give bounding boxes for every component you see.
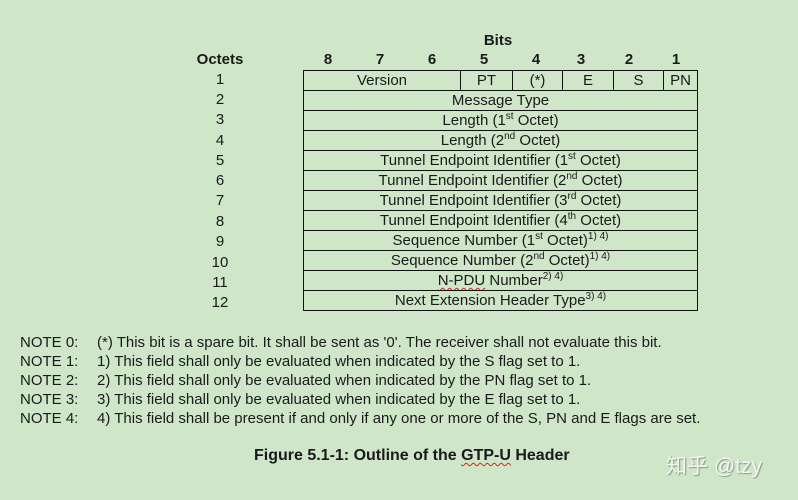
note-text: 4) This field shall be present if and on… <box>97 410 701 427</box>
octet-number: 11 <box>212 274 228 291</box>
octet-number: 9 <box>215 233 225 250</box>
bit-number-2: 2 <box>624 51 634 68</box>
field-length-octet-2: Length (2nd Octet) <box>303 130 698 151</box>
table-row-octet-5: Tunnel Endpoint Identifier (1st Octet) <box>303 150 698 171</box>
note-text: 2) This field shall only be evaluated wh… <box>97 372 592 389</box>
field-teid-octet-3: Tunnel Endpoint Identifier (3rd Octet) <box>303 190 698 211</box>
field-n-pdu-number: N-PDU Number2) 4) <box>303 270 698 291</box>
table-row-octet-7: Tunnel Endpoint Identifier (3rd Octet) <box>303 190 698 211</box>
caption-term: GTP-U <box>461 447 511 464</box>
octet-number: 4 <box>215 132 225 149</box>
field-pn-flag: PN <box>663 70 698 91</box>
octet-number: 5 <box>215 152 225 169</box>
note-text: 1) This field shall only be evaluated wh… <box>97 353 581 370</box>
octet-number: 8 <box>215 213 225 230</box>
field-next-extension-header-type: Next Extension Header Type3) 4) <box>303 290 698 311</box>
octet-number: 12 <box>211 294 229 311</box>
field-s-flag: S <box>613 70 664 91</box>
bits-heading: Bits <box>483 32 513 49</box>
field-version: Version <box>303 70 461 91</box>
note-4: NOTE 4: 4) This field shall be present if… <box>20 409 700 428</box>
watermark: 知乎 @tzy <box>666 455 762 478</box>
field-length-octet-1: Length (1st Octet) <box>303 110 698 131</box>
note-text: 3) This field shall only be evaluated wh… <box>97 391 581 408</box>
field-sequence-number-octet-1: Sequence Number (1st Octet)1) 4) <box>303 230 698 251</box>
note-1: NOTE 1: 1) This field shall only be evalu… <box>20 352 700 371</box>
table-row-octet-10: Sequence Number (2nd Octet)1) 4) <box>303 250 698 271</box>
table-row-octet-2: Message Type <box>303 90 698 111</box>
figure-caption: Figure 5.1-1: Outline of the GTP-U Heade… <box>254 447 570 464</box>
table-row-octet-4: Length (2nd Octet) <box>303 130 698 151</box>
bit-number-7: 7 <box>375 51 385 68</box>
field-teid-octet-2: Tunnel Endpoint Identifier (2nd Octet) <box>303 170 698 191</box>
table-row-octet-8: Tunnel Endpoint Identifier (4th Octet) <box>303 210 698 231</box>
octet-number: 7 <box>215 192 225 209</box>
table-row-octet-3: Length (1st Octet) <box>303 110 698 131</box>
field-pt: PT <box>460 70 513 91</box>
note-label: NOTE 3: <box>20 391 79 408</box>
note-0: NOTE 0: (*) This bit is a spare bit. It s… <box>20 333 700 352</box>
gtp-u-header-table: Version PT (*) E S PN Message Type Lengt… <box>303 70 698 311</box>
field-teid-octet-1: Tunnel Endpoint Identifier (1st Octet) <box>303 150 698 171</box>
octet-number: 2 <box>215 91 225 108</box>
notes-section: NOTE 0: (*) This bit is a spare bit. It s… <box>20 333 700 428</box>
bit-number-8: 8 <box>323 51 333 68</box>
note-label: NOTE 2: <box>20 372 79 389</box>
bit-number-6: 6 <box>427 51 437 68</box>
octets-heading: Octets <box>196 51 244 68</box>
octet-number: 10 <box>211 254 229 271</box>
field-e-flag: E <box>562 70 614 91</box>
note-label: NOTE 1: <box>20 353 79 370</box>
table-row-octet-1: Version PT (*) E S PN <box>303 70 698 91</box>
note-label: NOTE 4: <box>20 410 79 427</box>
field-message-type: Message Type <box>303 90 698 111</box>
octet-number: 6 <box>215 172 225 189</box>
bit-number-5: 5 <box>479 51 489 68</box>
note-2: NOTE 2: 2) This field shall only be evalu… <box>20 371 700 390</box>
field-sequence-number-octet-2: Sequence Number (2nd Octet)1) 4) <box>303 250 698 271</box>
octet-number: 3 <box>215 111 225 128</box>
field-teid-octet-4: Tunnel Endpoint Identifier (4th Octet) <box>303 210 698 231</box>
octet-number: 1 <box>215 71 225 88</box>
bit-number-3: 3 <box>576 51 586 68</box>
table-row-octet-12: Next Extension Header Type3) 4) <box>303 290 698 311</box>
field-spare: (*) <box>512 70 563 91</box>
note-3: NOTE 3: 3) This field shall only be evalu… <box>20 390 700 409</box>
bit-number-1: 1 <box>671 51 681 68</box>
table-row-octet-9: Sequence Number (1st Octet)1) 4) <box>303 230 698 251</box>
note-text: (*) This bit is a spare bit. It shall be… <box>97 334 662 351</box>
note-label: NOTE 0: <box>20 334 79 351</box>
table-row-octet-6: Tunnel Endpoint Identifier (2nd Octet) <box>303 170 698 191</box>
bit-number-4: 4 <box>531 51 541 68</box>
table-row-octet-11: N-PDU Number2) 4) <box>303 270 698 291</box>
